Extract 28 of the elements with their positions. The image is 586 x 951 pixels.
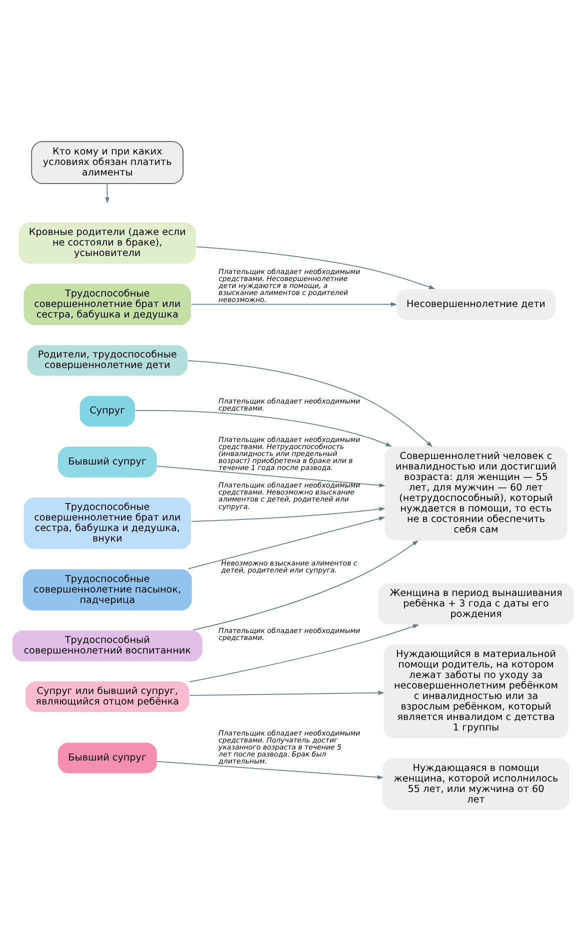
node-box: Несовершеннолетние дети xyxy=(395,288,557,320)
arrow xyxy=(196,246,436,288)
node-box: Совершеннолетний человек с инвалидностью или достигший возраста: для женщин — 55 лет, для мужчин — 60 лет (нетрудоспособный), который нуждается в помощи, то есть не в состоянии обеспечить себя сам xyxy=(384,445,568,541)
node-box: Бывший супруг xyxy=(57,741,158,774)
arrow xyxy=(105,182,110,203)
arrow xyxy=(135,410,392,446)
arrow xyxy=(188,516,386,569)
arrow xyxy=(156,465,386,487)
arrow xyxy=(192,540,419,630)
arrow xyxy=(189,624,420,682)
node-box: Трудоспособные совершеннолетние брат или сестра, бабушка и дедушка xyxy=(22,282,192,326)
arrow xyxy=(191,302,397,306)
node-box: Нуждающаяся в помощи женщина, которой исполнилось 55 лет, или мужчина от 60 лет xyxy=(382,757,570,810)
node-box: Бывший супруг xyxy=(57,445,158,478)
node-box: Женщина в период вынашивания ребёнка + 3 года с даты его рождения xyxy=(378,582,575,625)
node-box: Кровные родители (даже если не состояли в браке), усыновители xyxy=(18,221,197,264)
node-box: Трудоспособные совершеннолетние брат или сестра, бабушка и дедушка, внуки xyxy=(22,496,192,550)
arrow xyxy=(188,360,432,447)
node-box: Трудоспособные совершеннолетние пасынок, падчерица xyxy=(22,568,193,611)
node-box: Кто кому и при каких условиях обязан платить алименты xyxy=(31,140,184,184)
node-box: Родители, трудоспособные совершеннолетние дети xyxy=(26,344,188,376)
node-box: Супруг xyxy=(78,394,136,427)
node-box: Трудоспособный совершеннолетний воспитанник xyxy=(11,629,204,662)
arrow xyxy=(189,690,384,696)
arrow xyxy=(191,506,386,522)
arrow xyxy=(156,760,384,779)
node-box: Супруг или бывший супруг, являющийся отцом ребёнка xyxy=(24,680,190,712)
node-box: Нуждающийся в материальной помощи родитель, на котором лежат заботы по уходу за несовершеннолетним ребёнком с инвалидностью или за взрослым ребёнком, который является инвалидом с детства 1 группы xyxy=(382,643,570,739)
